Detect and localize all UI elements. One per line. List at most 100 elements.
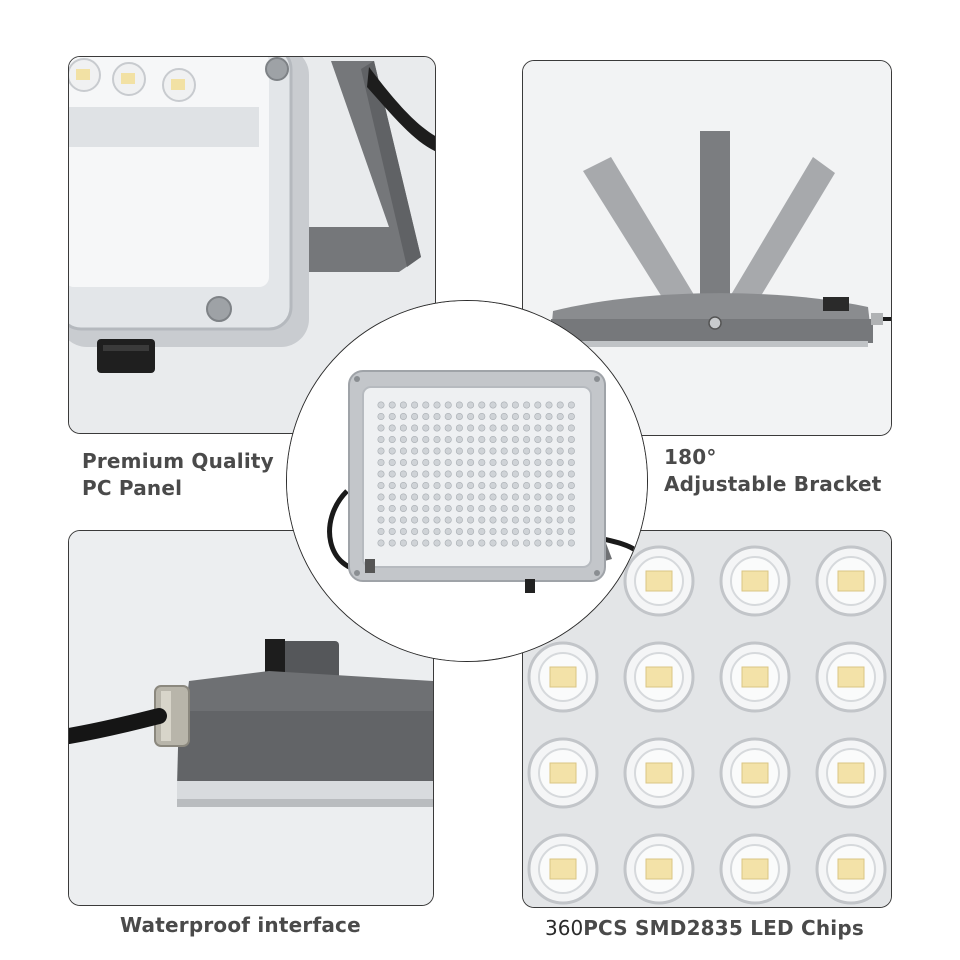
product-led-dot [377, 470, 385, 478]
product-led-dot [500, 505, 508, 513]
product-led-dot [455, 493, 463, 501]
product-led-dot [377, 528, 385, 536]
product-led-dot [411, 493, 419, 501]
product-led-dot [500, 401, 508, 409]
product-led-dot [489, 539, 497, 547]
led-chip [623, 545, 695, 617]
product-led-dot [444, 459, 452, 467]
product-led-dot [500, 424, 508, 432]
product-led-dot [433, 539, 441, 547]
product-led-dot [545, 447, 553, 455]
product-led-dot [455, 424, 463, 432]
product-led-dot [422, 516, 430, 524]
pc-panel-closeup [68, 56, 436, 434]
product-led-dot [567, 505, 575, 513]
product-led-dot [388, 505, 396, 513]
product-led-dot [511, 516, 519, 524]
product-led-dot [422, 424, 430, 432]
floodlight-product-image [287, 301, 647, 661]
product-led-dot [556, 505, 564, 513]
product-led-dot [500, 528, 508, 536]
product-led-dot [433, 413, 441, 421]
product-led-dot [545, 505, 553, 513]
product-led-dot [478, 413, 486, 421]
product-led-dot [500, 516, 508, 524]
caption-bracket-line1: 180° [664, 445, 717, 469]
product-led-dot [399, 436, 407, 444]
product-led-dot [523, 516, 531, 524]
product-led-dot [388, 436, 396, 444]
product-led-dot [523, 539, 531, 547]
product-led-dot [444, 413, 452, 421]
product-led-dot [545, 459, 553, 467]
product-led-dot [567, 447, 575, 455]
product-led-dot [433, 493, 441, 501]
product-led-dot [411, 516, 419, 524]
product-led-dot [545, 516, 553, 524]
product-led-dot [511, 413, 519, 421]
product-led-dot [511, 436, 519, 444]
product-led-dot [511, 539, 519, 547]
product-led-dot [422, 493, 430, 501]
product-led-dot [556, 424, 564, 432]
product-led-dot [556, 413, 564, 421]
product-led-dot [455, 413, 463, 421]
product-led-dot [388, 482, 396, 490]
product-led-dot [455, 505, 463, 513]
product-led-dot [534, 413, 542, 421]
caption-adjustable-bracket: 180° Adjustable Bracket [664, 444, 882, 498]
led-chip [719, 641, 791, 713]
product-led-dot [422, 528, 430, 536]
product-led-dot [511, 528, 519, 536]
product-led-dot [455, 539, 463, 547]
product-led-dot [545, 401, 553, 409]
product-led-dot [422, 413, 430, 421]
product-led-dot [556, 493, 564, 501]
caption-led-chips-text: PCS SMD2835 LED Chips [583, 916, 864, 940]
product-led-dot [422, 436, 430, 444]
product-led-dot [567, 470, 575, 478]
product-led-dot [422, 470, 430, 478]
product-led-dot [489, 505, 497, 513]
led-chips-closeup [522, 530, 892, 908]
product-led-dot [467, 539, 475, 547]
product-led-dot [455, 447, 463, 455]
product-led-dot [377, 516, 385, 524]
product-led-dot [556, 482, 564, 490]
product-circle [286, 300, 648, 662]
product-led-dot [534, 424, 542, 432]
product-led-dot [433, 528, 441, 536]
product-led-dot [500, 539, 508, 547]
product-led-dot [444, 505, 452, 513]
product-led-dot [478, 459, 486, 467]
product-led-dot [467, 436, 475, 444]
product-led-dot [411, 470, 419, 478]
product-led-dot [523, 413, 531, 421]
product-led-dot [489, 528, 497, 536]
product-led-dot [411, 528, 419, 536]
product-led-dot [545, 436, 553, 444]
product-led-dot [467, 447, 475, 455]
product-led-dot [511, 424, 519, 432]
product-led-dot [489, 516, 497, 524]
product-led-dot [444, 447, 452, 455]
product-led-dot [433, 470, 441, 478]
product-led-dot [399, 401, 407, 409]
product-led-array [377, 401, 575, 547]
product-led-dot [388, 528, 396, 536]
product-led-dot [534, 459, 542, 467]
caption-bracket-line2: Adjustable Bracket [664, 472, 882, 496]
product-led-dot [377, 413, 385, 421]
product-led-dot [511, 401, 519, 409]
product-led-dot [523, 528, 531, 536]
product-led-dot [489, 493, 497, 501]
product-led-dot [444, 424, 452, 432]
product-led-dot [399, 493, 407, 501]
product-led-dot [377, 539, 385, 547]
product-led-dot [545, 482, 553, 490]
product-led-dot [388, 401, 396, 409]
product-led-dot [411, 447, 419, 455]
product-led-dot [377, 447, 385, 455]
led-chip [719, 833, 791, 905]
product-led-dot [444, 493, 452, 501]
